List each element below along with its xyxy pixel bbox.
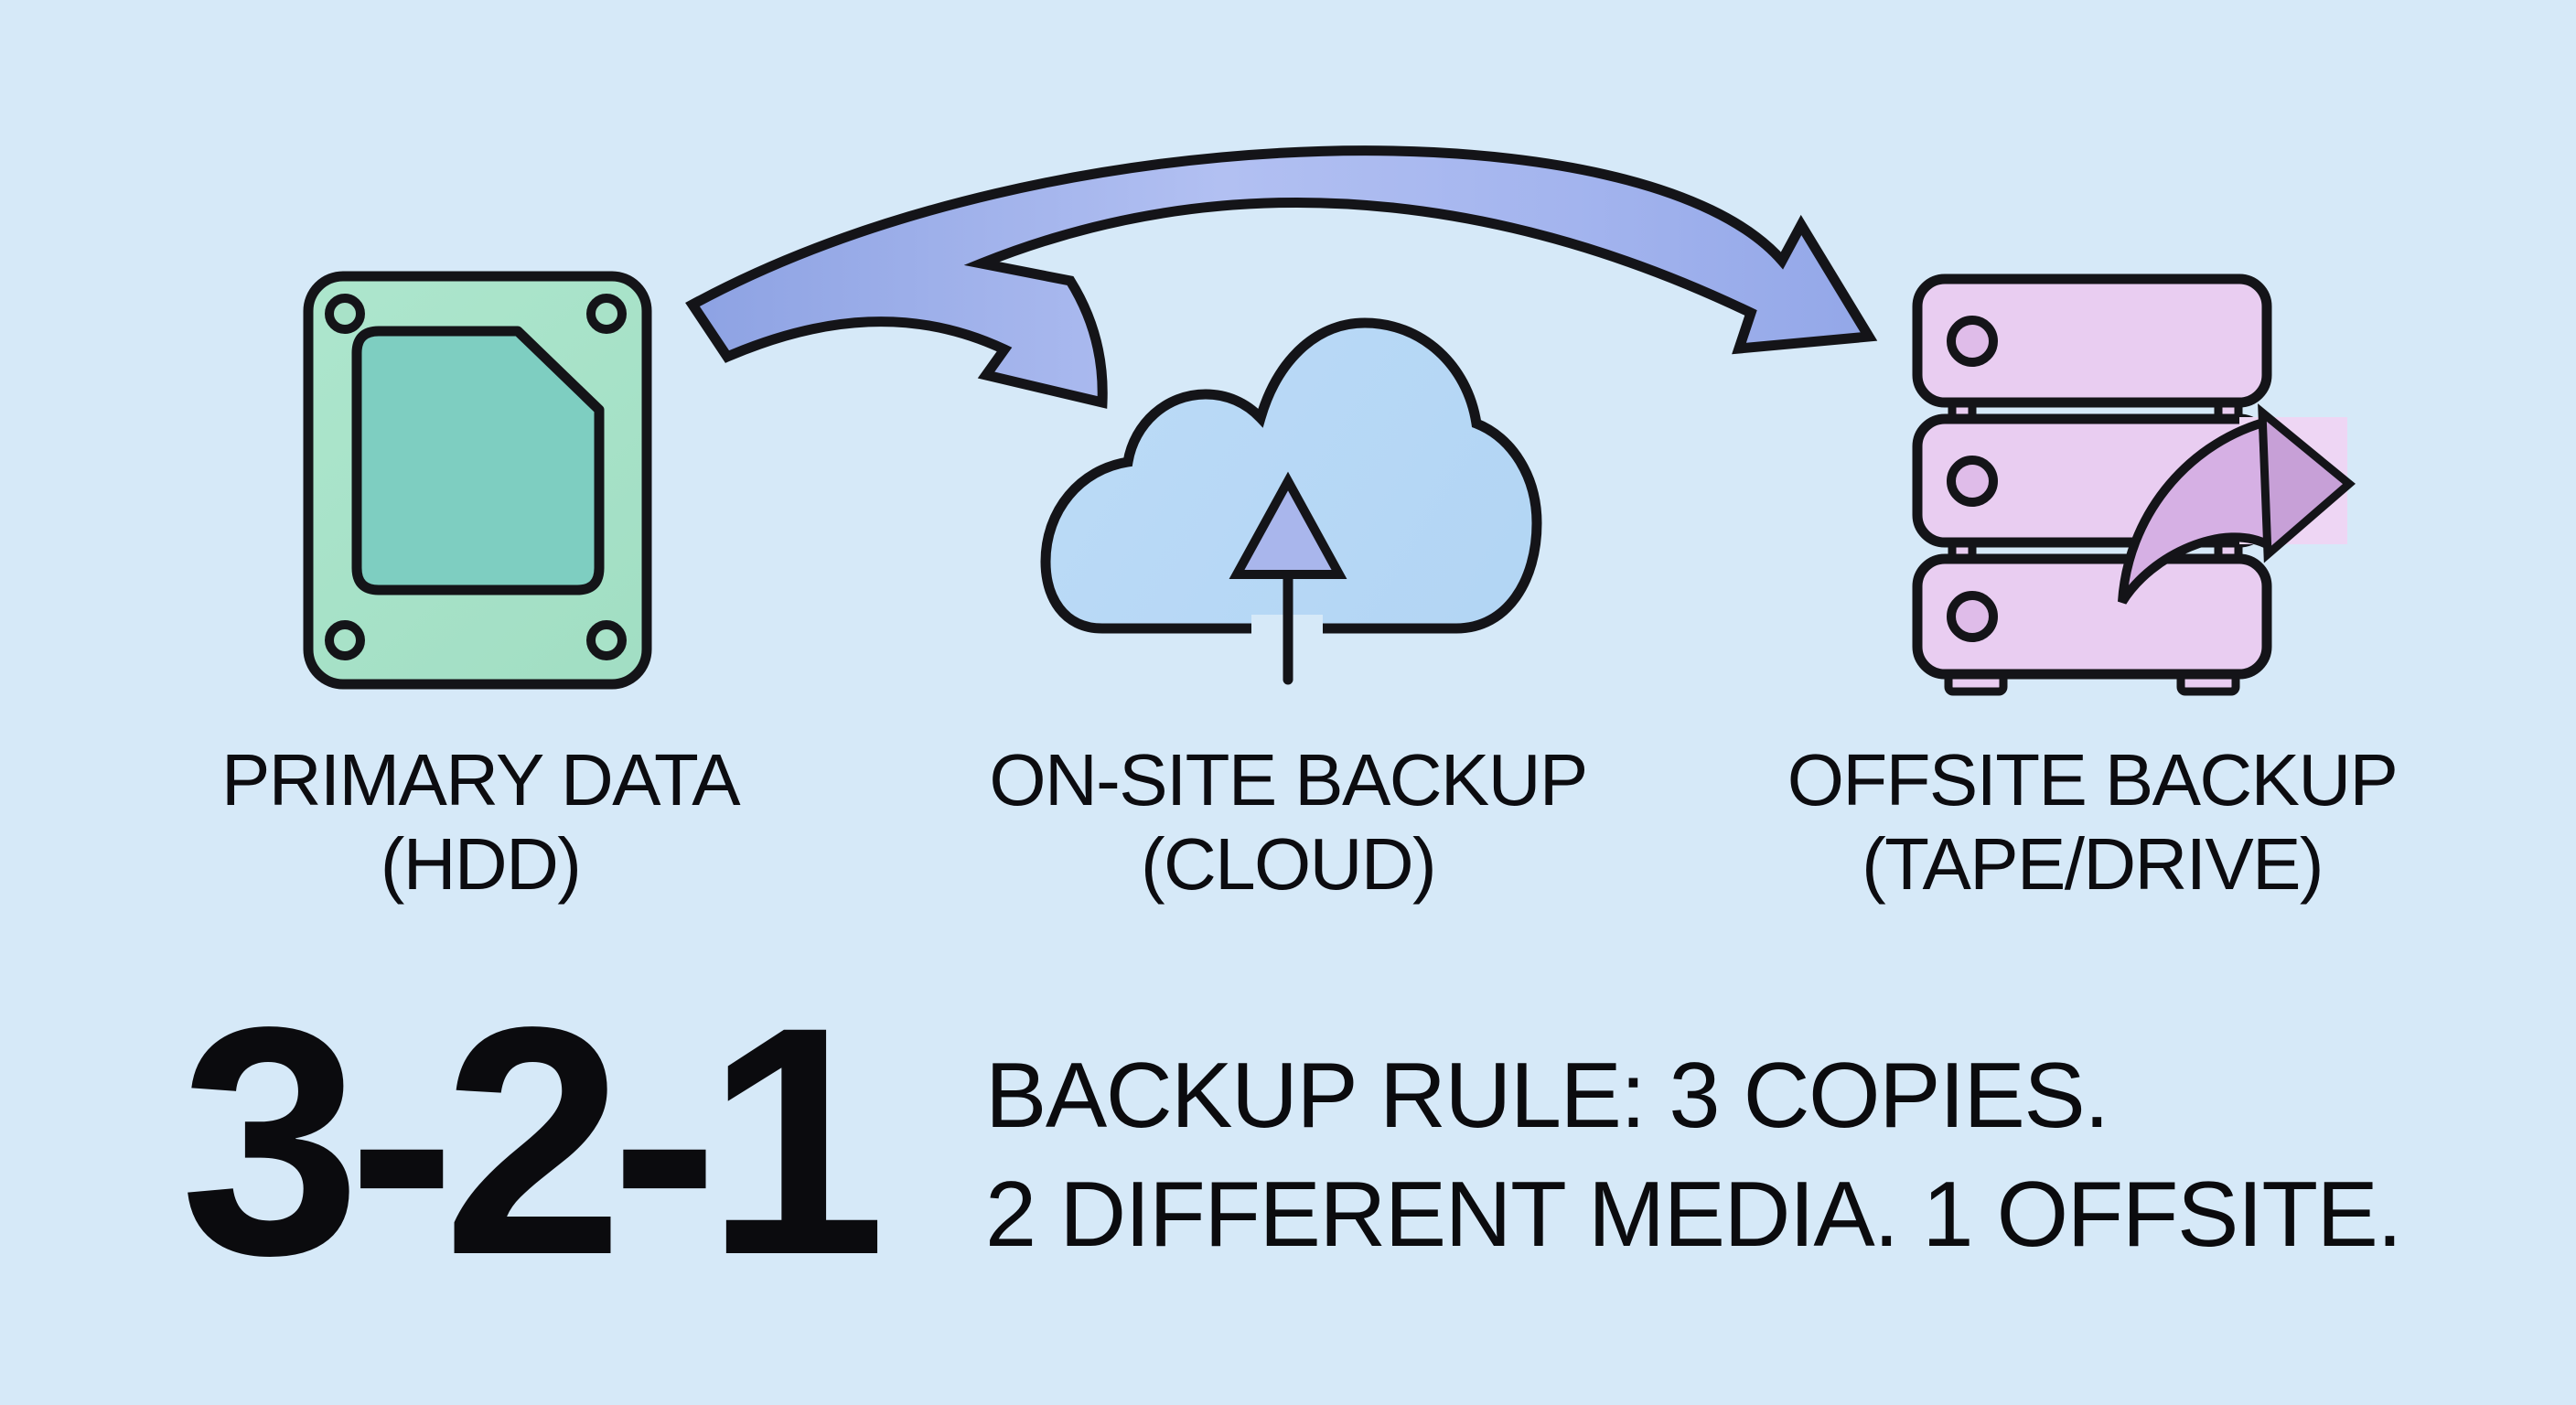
rule-text-line1: BACKUP RULE: 3 COPIES. (985, 1045, 2109, 1147)
server-led (1947, 591, 1998, 642)
cloud-upload-icon (1040, 317, 1542, 685)
server-row (1912, 273, 2272, 408)
cloud-shape (1040, 317, 1542, 634)
label-onsite-backup-line1: ON-SITE BACKUP (989, 739, 1588, 820)
server-row (1912, 553, 2272, 680)
split-arch-arrow (685, 145, 1878, 409)
label-primary-data-line2: (HDD) (380, 823, 582, 905)
server-led (1947, 316, 1998, 367)
label-onsite-backup-line2: (CLOUD) (1140, 823, 1437, 905)
label-primary-data: PRIMARY DATA (HDD) (133, 738, 828, 906)
label-offsite-backup-line2: (TAPE/DRIVE) (1862, 823, 2324, 905)
server-led (1947, 456, 1998, 507)
rule-text: BACKUP RULE: 3 COPIES. 2 DIFFERENT MEDIA… (985, 1036, 2402, 1274)
label-onsite-backup: ON-SITE BACKUP (CLOUD) (940, 738, 1636, 906)
screw-icon (325, 294, 365, 334)
label-primary-data-line1: PRIMARY DATA (220, 739, 741, 820)
rule-text-line2: 2 DIFFERENT MEDIA. 1 OFFSITE. (985, 1164, 2402, 1266)
screw-icon (586, 294, 627, 334)
upload-arrow-triangle (1229, 471, 1347, 579)
offsite-export-arrow-icon (2118, 403, 2356, 605)
screw-icon (586, 620, 627, 660)
flow-arrow-icon (685, 145, 1878, 409)
rule-number: 3-2-1 (180, 960, 886, 1323)
hdd-platter (351, 326, 605, 595)
export-arrowhead (2258, 403, 2356, 563)
screw-icon (325, 620, 365, 660)
label-offsite-backup-line1: OFFSITE BACKUP (1787, 739, 2399, 820)
label-offsite-backup: OFFSITE BACKUP (TAPE/DRIVE) (1744, 738, 2440, 906)
hard-drive-icon (303, 271, 652, 690)
